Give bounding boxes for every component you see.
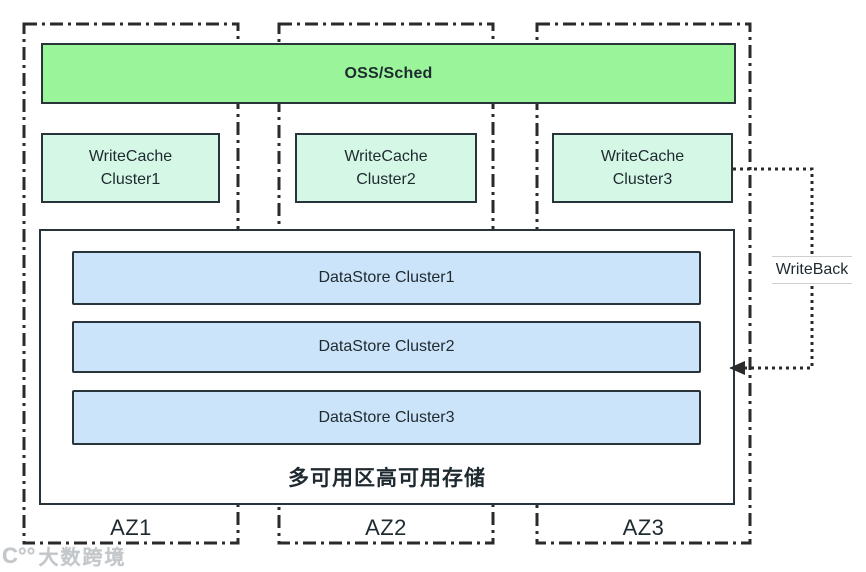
datastore-cluster3-label: DataStore Cluster3 xyxy=(318,408,455,426)
oss-sched-bar: OSS/Sched xyxy=(41,43,736,104)
writecache-cluster3-label: WriteCache Cluster3 xyxy=(601,145,684,191)
datastore-cluster1-bar: DataStore Cluster1 xyxy=(72,251,701,305)
datastore-cluster1-label: DataStore Cluster1 xyxy=(318,269,455,286)
writecache-cluster2-line2: Cluster2 xyxy=(356,171,416,188)
writecache-cluster3-line2: Cluster3 xyxy=(612,171,673,188)
datastore-cluster2-bar: DataStore Cluster2 xyxy=(72,321,701,373)
az3-label: AZ3 xyxy=(622,515,665,540)
watermark-text: 大数跨境 xyxy=(38,547,127,569)
datastore-cluster3-bar: DataStore Cluster3 xyxy=(72,390,701,445)
datastore-cluster2-label: DataStore Cluster2 xyxy=(318,338,455,355)
oss-sched-label: OSS/Sched xyxy=(344,64,433,82)
az2-label: AZ2 xyxy=(365,515,407,540)
writecache-cluster3-box: WriteCache Cluster3 xyxy=(552,133,733,203)
writeback-label: WriteBack xyxy=(772,256,852,284)
writecache-cluster1-box: WriteCache Cluster1 xyxy=(41,133,220,203)
writecache-cluster1-label: WriteCache Cluster1 xyxy=(89,145,172,191)
watermark: C°° 大数跨境 xyxy=(2,541,126,570)
watermark-logo-icon: C°° xyxy=(2,542,36,568)
storage-title: 多可用区高可用存储 xyxy=(288,467,486,490)
writecache-cluster2-label: WriteCache Cluster2 xyxy=(344,145,427,191)
writecache-cluster2-line1: WriteCache xyxy=(344,147,428,165)
writecache-cluster1-line1: WriteCache xyxy=(88,147,173,165)
writecache-cluster1-line2: Cluster1 xyxy=(100,171,161,188)
writecache-cluster2-box: WriteCache Cluster2 xyxy=(295,133,477,203)
writecache-cluster3-line1: WriteCache xyxy=(600,147,685,165)
az1-label: AZ1 xyxy=(110,515,152,540)
